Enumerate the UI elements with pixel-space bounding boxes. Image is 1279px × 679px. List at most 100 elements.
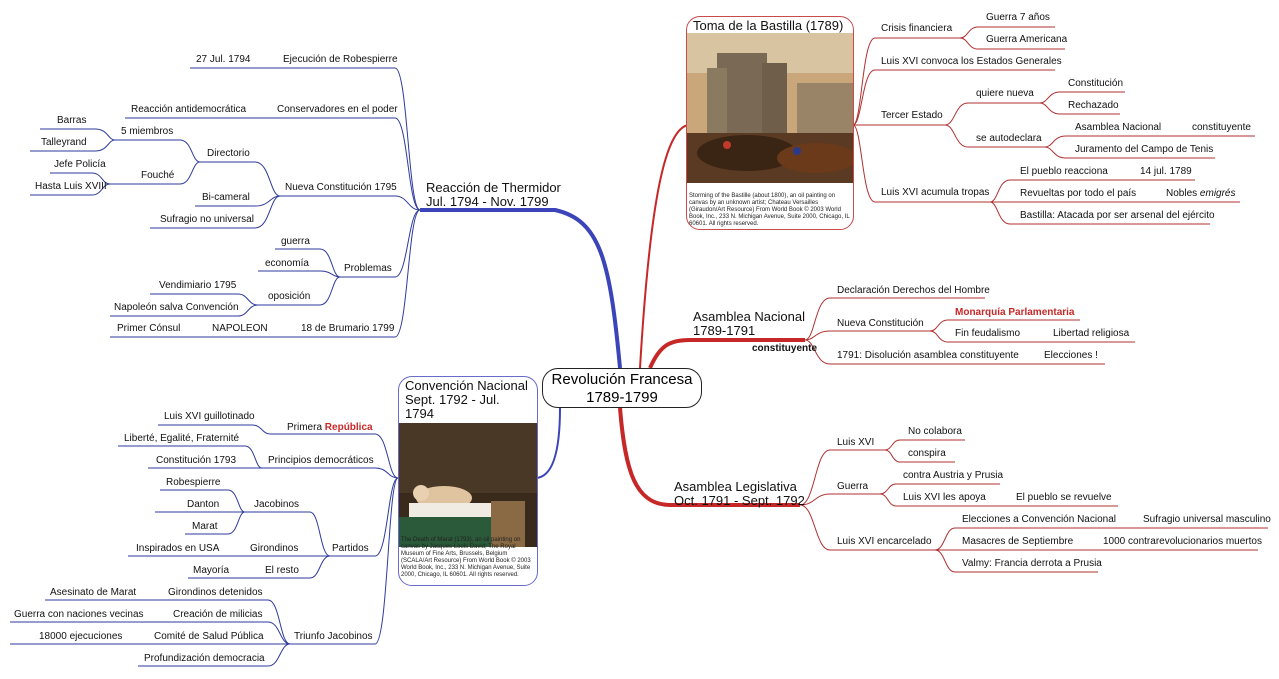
convencion-years: Sept. 1792 - Jul. 1794 [405, 392, 500, 421]
sufragio-no-universal[interactable]: Sufragio no universal [160, 214, 254, 225]
nacional-years: 1789-1791 [693, 323, 756, 338]
talleyrand[interactable]: Talleyrand [41, 137, 87, 148]
girondinos-detenidos[interactable]: Girondinos detenidos [168, 587, 263, 598]
primera-label: Primera [287, 422, 323, 433]
guerra-americana[interactable]: Guerra Americana [986, 34, 1068, 45]
constituyente-leaf[interactable]: constituyente [1192, 122, 1251, 133]
jacobinos[interactable]: Jacobinos [254, 499, 300, 510]
guerra-7-anos[interactable]: Guerra 7 años [986, 12, 1050, 23]
emigres-label: emigrés [1199, 188, 1236, 199]
quiere-nueva[interactable]: quiere nueva [976, 88, 1034, 99]
revueltas[interactable]: Revueltas por todo el país [1020, 188, 1137, 199]
danton[interactable]: Danton [187, 499, 220, 510]
el-resto[interactable]: El resto [265, 565, 299, 576]
nobles-label: Nobles [1166, 188, 1198, 199]
liberte[interactable]: Liberté, Egalité, Fraternité [124, 433, 240, 444]
napoleon[interactable]: NAPOLEON [212, 323, 268, 334]
ejecucion-robespierre[interactable]: Ejecución de Robespierre [283, 54, 398, 65]
bastilla-painting [687, 33, 853, 183]
trunk-convencion [534, 407, 561, 479]
economia[interactable]: economía [265, 258, 309, 269]
acumula-tropas[interactable]: Luis XVI acumula tropas [881, 187, 990, 198]
constitucion-1793[interactable]: Constitución 1793 [156, 455, 237, 466]
tercer-estado[interactable]: Tercer Estado [881, 110, 943, 121]
oposicion[interactable]: oposición [268, 291, 311, 302]
brumario[interactable]: 18 de Brumario 1799 [301, 323, 395, 334]
triunfo-jacobinos[interactable]: Triunfo Jacobinos [294, 631, 373, 642]
masacres[interactable]: Masacres de Septiembre [962, 536, 1074, 547]
declaracion[interactable]: Declaración Derechos del Hombre [837, 285, 990, 296]
guillotinado[interactable]: Luis XVI guillotinado [164, 411, 255, 422]
creacion-milicias[interactable]: Creación de milicias [173, 609, 263, 620]
convencion-topic[interactable]: Convención Nacional Sept. 1792 - Jul. 17… [398, 376, 538, 586]
comite-salud[interactable]: Comité de Salud Pública [154, 631, 264, 642]
primera-republica[interactable]: Primera República [287, 422, 373, 434]
reaccion-antidemocratica[interactable]: Reacción antidemocrática [131, 104, 247, 115]
asamblea-nacional-leaf[interactable]: Asamblea Nacional [1075, 122, 1162, 133]
barras[interactable]: Barras [57, 115, 87, 126]
legislativa-title[interactable]: Asamblea Legislativa [674, 479, 797, 494]
principios[interactable]: Principios democráticos [268, 455, 374, 466]
hasta-luis[interactable]: Hasta Luis XVIII [35, 181, 107, 192]
contrarevolucionarios[interactable]: 1000 contrarevolucionarios muertos [1103, 536, 1262, 547]
inspirados-usa[interactable]: Inspirados en USA [136, 543, 220, 554]
nueva-constitucion-1795[interactable]: Nueva Constitución 1795 [285, 182, 397, 193]
contra-austria[interactable]: contra Austria y Prusia [903, 470, 1004, 481]
fouche[interactable]: Fouché [141, 170, 175, 181]
central-years: 1789-1799 [586, 389, 658, 406]
guerra-vecinas[interactable]: Guerra con naciones vecinas [14, 609, 144, 620]
pueblo-reacciona[interactable]: El pueblo reacciona [1020, 166, 1108, 177]
sufragio-universal[interactable]: Sufragio universal masculino [1143, 514, 1271, 525]
nobles-emigres[interactable]: Nobles emigrés [1166, 188, 1236, 200]
rechazado[interactable]: Rechazado [1068, 100, 1119, 111]
vendimiario[interactable]: Vendimiario 1795 [159, 280, 237, 291]
juramento[interactable]: Juramento del Campo de Tenis [1075, 144, 1214, 155]
elecciones[interactable]: Elecciones ! [1044, 350, 1098, 361]
central-title: Revolución Francesa [551, 371, 693, 388]
pueblo-revuelve[interactable]: El pueblo se revuelve [1016, 492, 1112, 503]
problemas[interactable]: Problemas [344, 263, 392, 274]
directorio[interactable]: Directorio [207, 148, 250, 159]
girondinos[interactable]: Girondinos [250, 543, 299, 554]
convoca-estados[interactable]: Luis XVI convoca los Estados Generales [881, 56, 1062, 67]
ejecuciones[interactable]: 18000 ejecuciones [39, 631, 123, 642]
encarcelado[interactable]: Luis XVI encarcelado [837, 536, 932, 547]
constitucion[interactable]: Constitución [1068, 78, 1124, 89]
bicameral[interactable]: Bi-cameral [202, 192, 250, 203]
central-topic[interactable]: Revolución Francesa 1789-1799 [542, 368, 702, 408]
conservadores[interactable]: Conservadores en el poder [277, 104, 398, 115]
conspira[interactable]: conspira [908, 448, 946, 459]
asesinato-marat[interactable]: Asesinato de Marat [50, 587, 137, 598]
les-apoya[interactable]: Luis XVI les apoya [903, 492, 986, 503]
elecciones-convencion[interactable]: Elecciones a Convención Nacional [962, 514, 1116, 525]
valmy[interactable]: Valmy: Francia derrota a Prusia [962, 558, 1102, 569]
bastilla-atacada[interactable]: Bastilla: Atacada por ser arsenal del ej… [1020, 210, 1215, 221]
jefe-policia[interactable]: Jefe Policía [54, 159, 106, 170]
crisis-financiera[interactable]: Crisis financiera [881, 23, 953, 34]
fecha-robespierre[interactable]: 27 Jul. 1794 [196, 54, 251, 65]
fin-feudalismo[interactable]: Fin feudalismo [955, 328, 1021, 339]
bastilla-topic[interactable]: Toma de la Bastilla (1789) Storming of t… [686, 16, 854, 230]
cinco-miembros[interactable]: 5 miembros [121, 126, 174, 137]
napoleon-salva[interactable]: Napoleón salva Convención [114, 302, 239, 313]
problemas-guerra[interactable]: guerra [281, 236, 310, 247]
primer-consul[interactable]: Primer Cónsul [117, 323, 181, 334]
nacional-title[interactable]: Asamblea Nacional [693, 309, 806, 324]
marat-painting [399, 423, 537, 547]
libertad-religiosa[interactable]: Libertad religiosa [1053, 328, 1130, 339]
republica-label: República [324, 422, 373, 433]
profundizacion[interactable]: Profundización democracia [144, 653, 265, 664]
monarquia-parlamentaria[interactable]: Monarquía Parlamentaria [955, 307, 1075, 318]
no-colabora[interactable]: No colabora [908, 426, 962, 437]
thermidor-title[interactable]: Reacción de Thermidor [426, 180, 561, 195]
marat[interactable]: Marat [192, 521, 218, 532]
legis-guerra[interactable]: Guerra [837, 481, 869, 492]
mayoria[interactable]: Mayoría [193, 565, 230, 576]
fecha-14-jul[interactable]: 14 jul. 1789 [1140, 166, 1192, 177]
partidos[interactable]: Partidos [332, 543, 369, 554]
legis-luis[interactable]: Luis XVI [837, 437, 875, 448]
se-autodeclara[interactable]: se autodeclara [976, 133, 1042, 144]
robespierre[interactable]: Robespierre [166, 477, 221, 488]
disolucion[interactable]: 1791: Disolución asamblea constituyente [837, 350, 1019, 361]
nueva-constitucion[interactable]: Nueva Constitución [837, 318, 924, 329]
